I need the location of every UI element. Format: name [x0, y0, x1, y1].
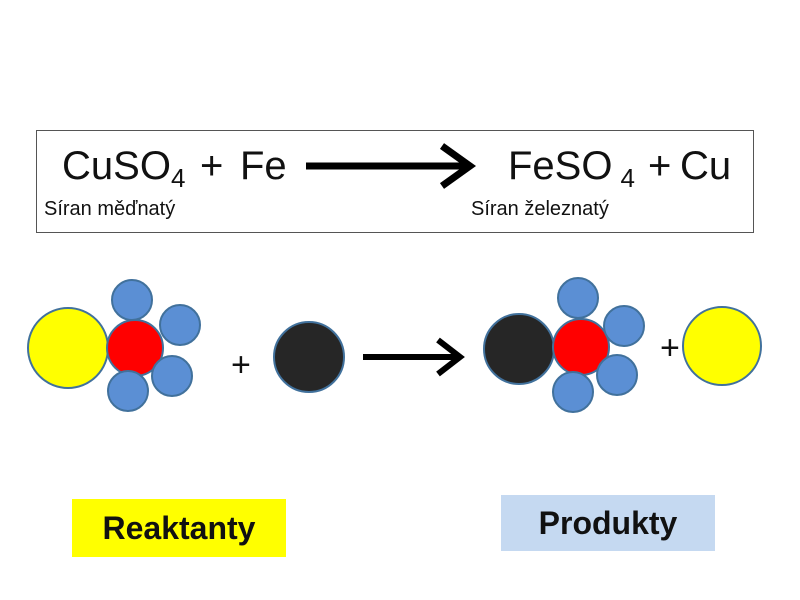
oxygen-atom — [552, 371, 594, 413]
iron-atom — [273, 321, 345, 393]
equation-plus-1: + — [200, 144, 224, 188]
feso4-base: FeSO — [508, 144, 613, 188]
cuso4-molecule — [27, 279, 201, 412]
reactants-label: Reaktanty — [72, 499, 286, 557]
cuso4-subscript: 4 — [170, 163, 186, 193]
reactants-label-text: Reaktanty — [102, 509, 256, 546]
oxygen-atom — [557, 277, 599, 319]
feso4-subscript: 4 — [620, 163, 635, 193]
reactant-cuso4: CuSO4 — [62, 146, 185, 191]
oxygen-atom — [603, 305, 645, 347]
product-cu: Cu — [680, 144, 732, 188]
products-label: Produkty — [501, 495, 715, 551]
equation-box — [36, 130, 754, 233]
molecule-diagram — [27, 277, 762, 413]
copper-atom — [27, 307, 109, 389]
product-name-label: Síran železnatý — [471, 198, 609, 220]
reaction-arrow-icon — [363, 337, 465, 377]
reactant-name-label: Síran měďnatý — [44, 198, 176, 220]
equation-arrow-icon — [306, 143, 477, 189]
copper-atom — [682, 306, 762, 386]
diagram-plus-left: + — [231, 346, 251, 384]
products-label-text: Produkty — [538, 504, 678, 541]
oxygen-atom — [159, 304, 201, 346]
oxygen-atom — [596, 354, 638, 396]
iron-atom — [483, 313, 555, 385]
equation-plus-2: + — [648, 144, 672, 188]
cuso4-base: CuSO — [62, 144, 171, 188]
oxygen-atom — [151, 355, 193, 397]
reactant-fe: Fe — [240, 144, 287, 188]
feso4-molecule — [483, 277, 645, 413]
diagram-plus-right: + — [660, 329, 680, 367]
oxygen-atom — [107, 370, 149, 412]
oxygen-atom — [111, 279, 153, 321]
